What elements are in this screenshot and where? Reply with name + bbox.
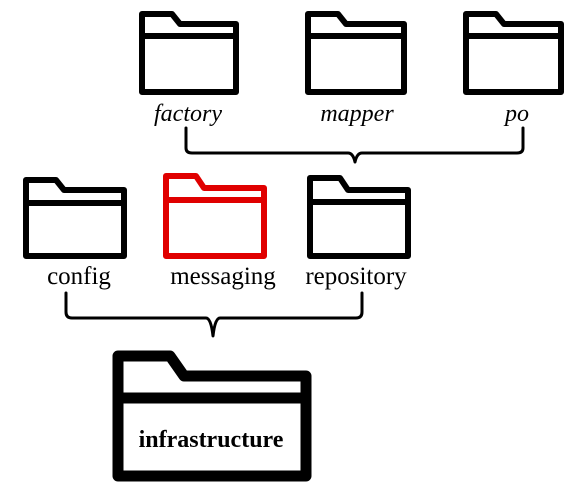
folder-label-infrastructure: infrastructure [139, 427, 284, 453]
folder-label-po: po [503, 101, 529, 127]
folder-label-mapper: mapper [320, 101, 394, 127]
folder-repository[interactable]: repository [305, 175, 411, 290]
folder-icon [305, 11, 407, 95]
folder-icon [163, 173, 267, 259]
folder-icon [139, 11, 239, 95]
brace-top-group [184, 126, 525, 164]
folder-config[interactable]: config [23, 177, 127, 290]
folder-infrastructure[interactable]: infrastructure [112, 350, 312, 482]
folder-factory[interactable]: factory [139, 11, 239, 127]
folder-icon [463, 11, 564, 95]
folder-mapper[interactable]: mapper [305, 11, 407, 127]
folder-label-repository: repository [305, 263, 407, 290]
folder-label-config: config [47, 263, 111, 290]
folder-icon [307, 175, 411, 259]
folder-icon [23, 177, 127, 259]
folder-messaging[interactable]: messaging [163, 173, 276, 290]
folder-po[interactable]: po [463, 11, 564, 127]
folder-label-messaging: messaging [170, 263, 276, 290]
brace-middle-group [64, 291, 364, 338]
folder-icon [112, 350, 312, 482]
folder-label-factory: factory [154, 101, 222, 127]
